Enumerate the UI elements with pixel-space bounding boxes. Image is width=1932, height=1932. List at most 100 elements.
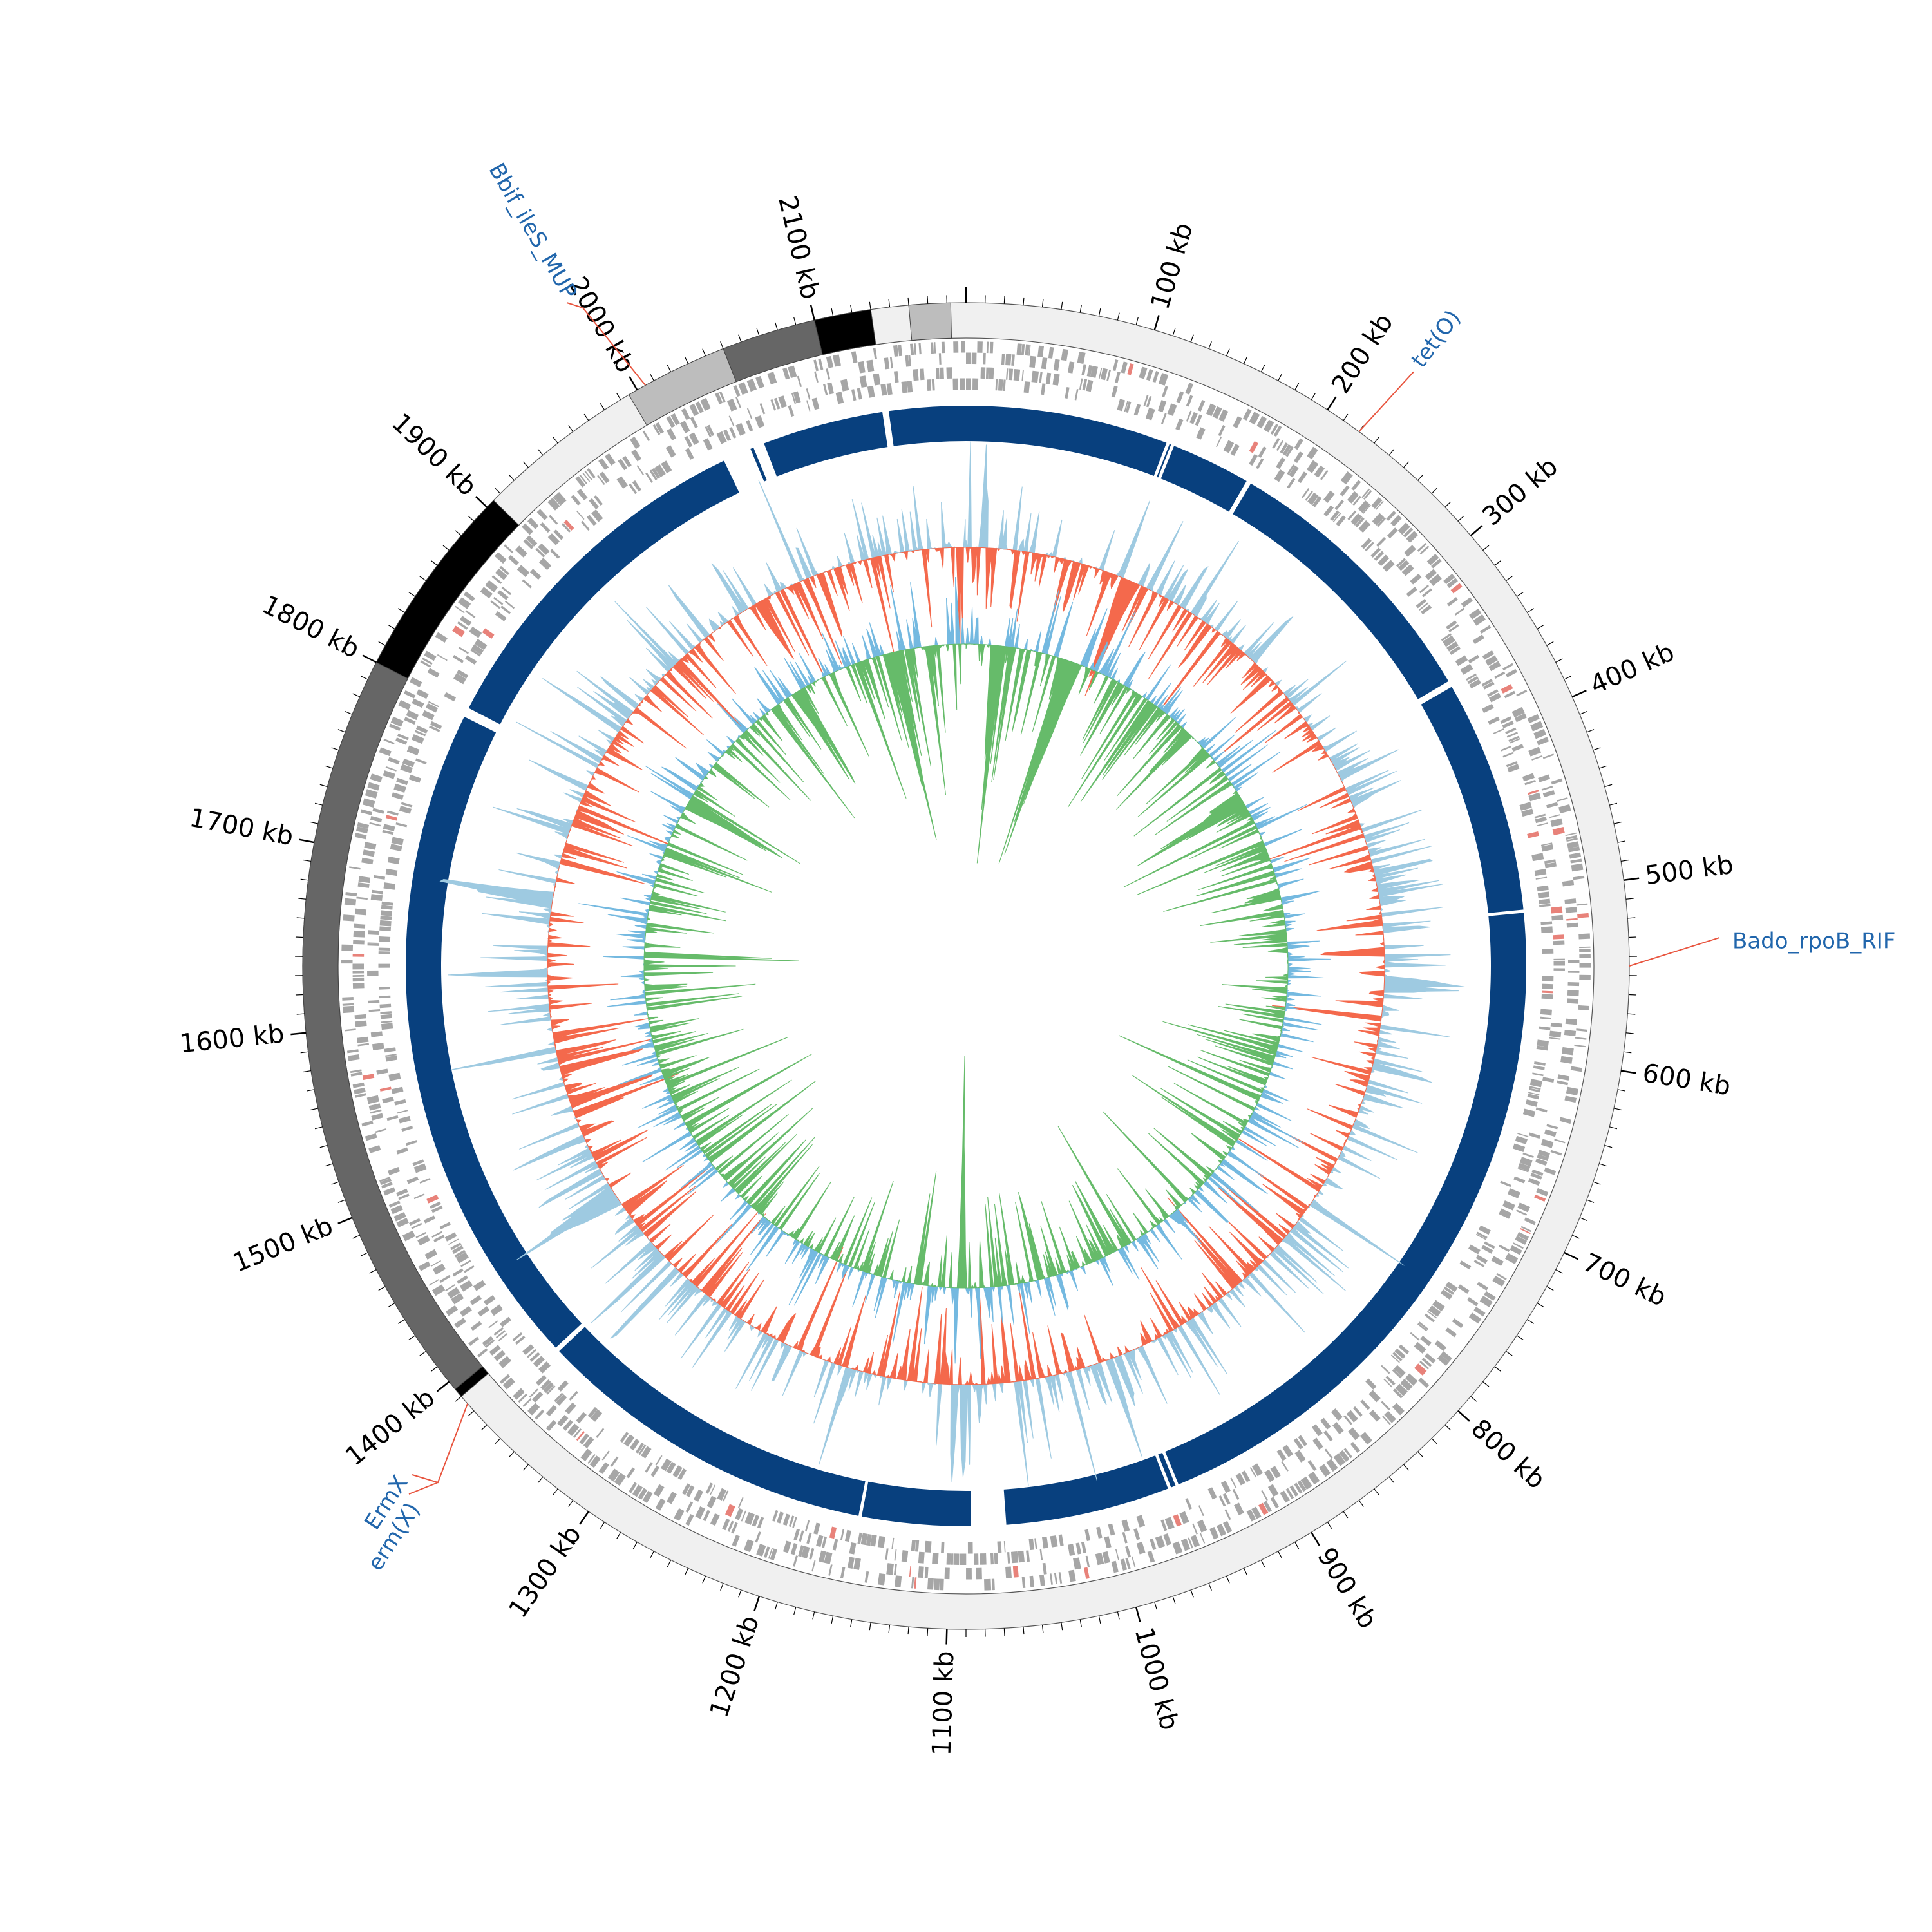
- cds-feature-reverse: [773, 397, 781, 410]
- cds-feature-reverse: [380, 910, 393, 916]
- cds-feature-forward: [653, 1484, 665, 1497]
- cds-feature-forward: [406, 710, 419, 721]
- cds-feature-forward: [1511, 706, 1525, 718]
- cds-feature-forward: [1567, 998, 1579, 1004]
- cds-feature-forward: [369, 822, 381, 827]
- cds-feature-forward: [889, 357, 893, 369]
- cds-feature-reverse: [1528, 792, 1541, 802]
- cds-feature-reverse: [1252, 1463, 1264, 1477]
- major-tick: [1624, 877, 1640, 882]
- cds-feature-reverse: [1095, 1526, 1103, 1539]
- cds-feature-reverse: [972, 378, 979, 390]
- cds-feature-forward: [1256, 415, 1267, 429]
- cds-feature-forward: [1106, 369, 1112, 381]
- cds-feature-reverse: [450, 1242, 462, 1251]
- minor-tick: [1555, 658, 1563, 663]
- cds-feature-reverse: [473, 1280, 486, 1291]
- cds-feature-forward: [814, 371, 819, 383]
- cds-feature-forward: [1421, 1358, 1432, 1367]
- minor-tick: [850, 305, 853, 313]
- major-tick: [290, 1032, 307, 1036]
- cds-feature-forward: [655, 1498, 666, 1511]
- cds-feature-forward: [411, 1222, 422, 1229]
- cds-feature-reverse: [919, 368, 925, 381]
- cds-feature-forward: [1400, 1378, 1413, 1391]
- cds-feature-reverse: [1230, 1477, 1237, 1488]
- cds-feature-forward: [1100, 368, 1108, 381]
- minor-tick: [397, 608, 405, 613]
- minor-tick: [831, 1615, 834, 1624]
- minor-tick: [378, 641, 386, 646]
- cds-feature-reverse: [914, 1540, 920, 1552]
- cds-feature-forward: [763, 1546, 770, 1558]
- contig-segment: [908, 302, 952, 341]
- cds-feature-reverse: [1528, 790, 1539, 795]
- cds-feature-forward: [375, 1128, 387, 1133]
- cds-feature-reverse: [406, 1176, 419, 1184]
- cds-feature-forward: [396, 1218, 409, 1227]
- cds-feature-forward: [598, 458, 609, 470]
- cds-feature-reverse: [477, 1306, 490, 1317]
- cds-feature-reverse: [918, 1551, 925, 1564]
- position-ticks: [290, 287, 1640, 1645]
- cds-feature-forward: [1185, 383, 1194, 395]
- cds-feature-reverse: [1517, 1167, 1529, 1173]
- cds-feature-forward: [1029, 355, 1036, 368]
- cds-feature-forward: [1542, 753, 1555, 759]
- cds-feature-forward: [354, 923, 366, 929]
- cds-feature-forward: [1466, 1297, 1479, 1307]
- minor-tick: [1260, 365, 1265, 372]
- cds-feature-forward: [1005, 1566, 1012, 1578]
- cds-feature-reverse: [385, 1054, 397, 1057]
- cds-feature-forward: [1217, 1523, 1227, 1537]
- cds-feature-reverse: [737, 1497, 744, 1508]
- cds-feature-forward: [1578, 1005, 1590, 1011]
- cds-feature-reverse: [1010, 1551, 1019, 1564]
- cds-feature-reverse: [650, 1465, 660, 1477]
- cds-feature-forward: [357, 822, 370, 829]
- cds-feature-reverse: [412, 1159, 424, 1166]
- cds-feature-forward: [770, 1548, 777, 1560]
- cds-feature-reverse: [1457, 1284, 1470, 1294]
- cds-feature-forward: [1120, 1558, 1128, 1571]
- cds-feature-reverse: [655, 1455, 663, 1466]
- cds-feature-reverse: [1468, 654, 1480, 664]
- cds-feature-forward: [1297, 1480, 1307, 1492]
- cds-feature-reverse: [402, 758, 415, 768]
- cds-feature-reverse: [367, 942, 379, 944]
- cds-feature-reverse: [391, 837, 404, 846]
- cds-feature-forward: [1562, 880, 1575, 887]
- cds-feature-forward: [1559, 1117, 1572, 1124]
- cds-feature-reverse: [564, 520, 574, 531]
- cds-feature-reverse: [1042, 1537, 1048, 1549]
- cds-feature-reverse: [540, 1379, 551, 1390]
- cds-feature-reverse: [629, 1438, 640, 1451]
- cds-feature-forward: [553, 496, 562, 506]
- cds-feature-reverse: [816, 1535, 824, 1548]
- minor-tick: [1546, 1286, 1554, 1291]
- cds-feature-forward: [398, 699, 412, 710]
- cds-feature-forward: [435, 632, 448, 643]
- tick-label: 900 kb: [1311, 1542, 1383, 1633]
- cds-feature-forward: [470, 1321, 482, 1331]
- cds-feature-forward: [455, 605, 465, 614]
- cds-feature-reverse: [844, 1530, 851, 1542]
- cds-feature-forward: [576, 1431, 585, 1441]
- cds-feature-forward: [342, 1003, 354, 1006]
- minor-tick: [1343, 1511, 1349, 1519]
- cds-feature-reverse: [411, 734, 424, 744]
- cds-feature-reverse: [799, 1530, 804, 1542]
- cds-feature-reverse: [1264, 1469, 1275, 1482]
- cds-feature-forward: [913, 343, 917, 355]
- cds-feature-forward: [873, 348, 877, 360]
- cds-feature-reverse: [1041, 383, 1046, 395]
- cds-feature-forward: [1431, 558, 1442, 569]
- cds-feature-reverse: [495, 611, 507, 621]
- minor-tick: [1403, 1464, 1409, 1471]
- cds-feature-forward: [715, 392, 723, 404]
- cds-feature-reverse: [1218, 424, 1226, 437]
- cds-feature-forward: [1566, 838, 1578, 842]
- cds-feature-reverse: [378, 951, 390, 954]
- cds-feature-reverse: [1270, 1466, 1281, 1479]
- cds-feature-reverse: [1104, 1536, 1112, 1548]
